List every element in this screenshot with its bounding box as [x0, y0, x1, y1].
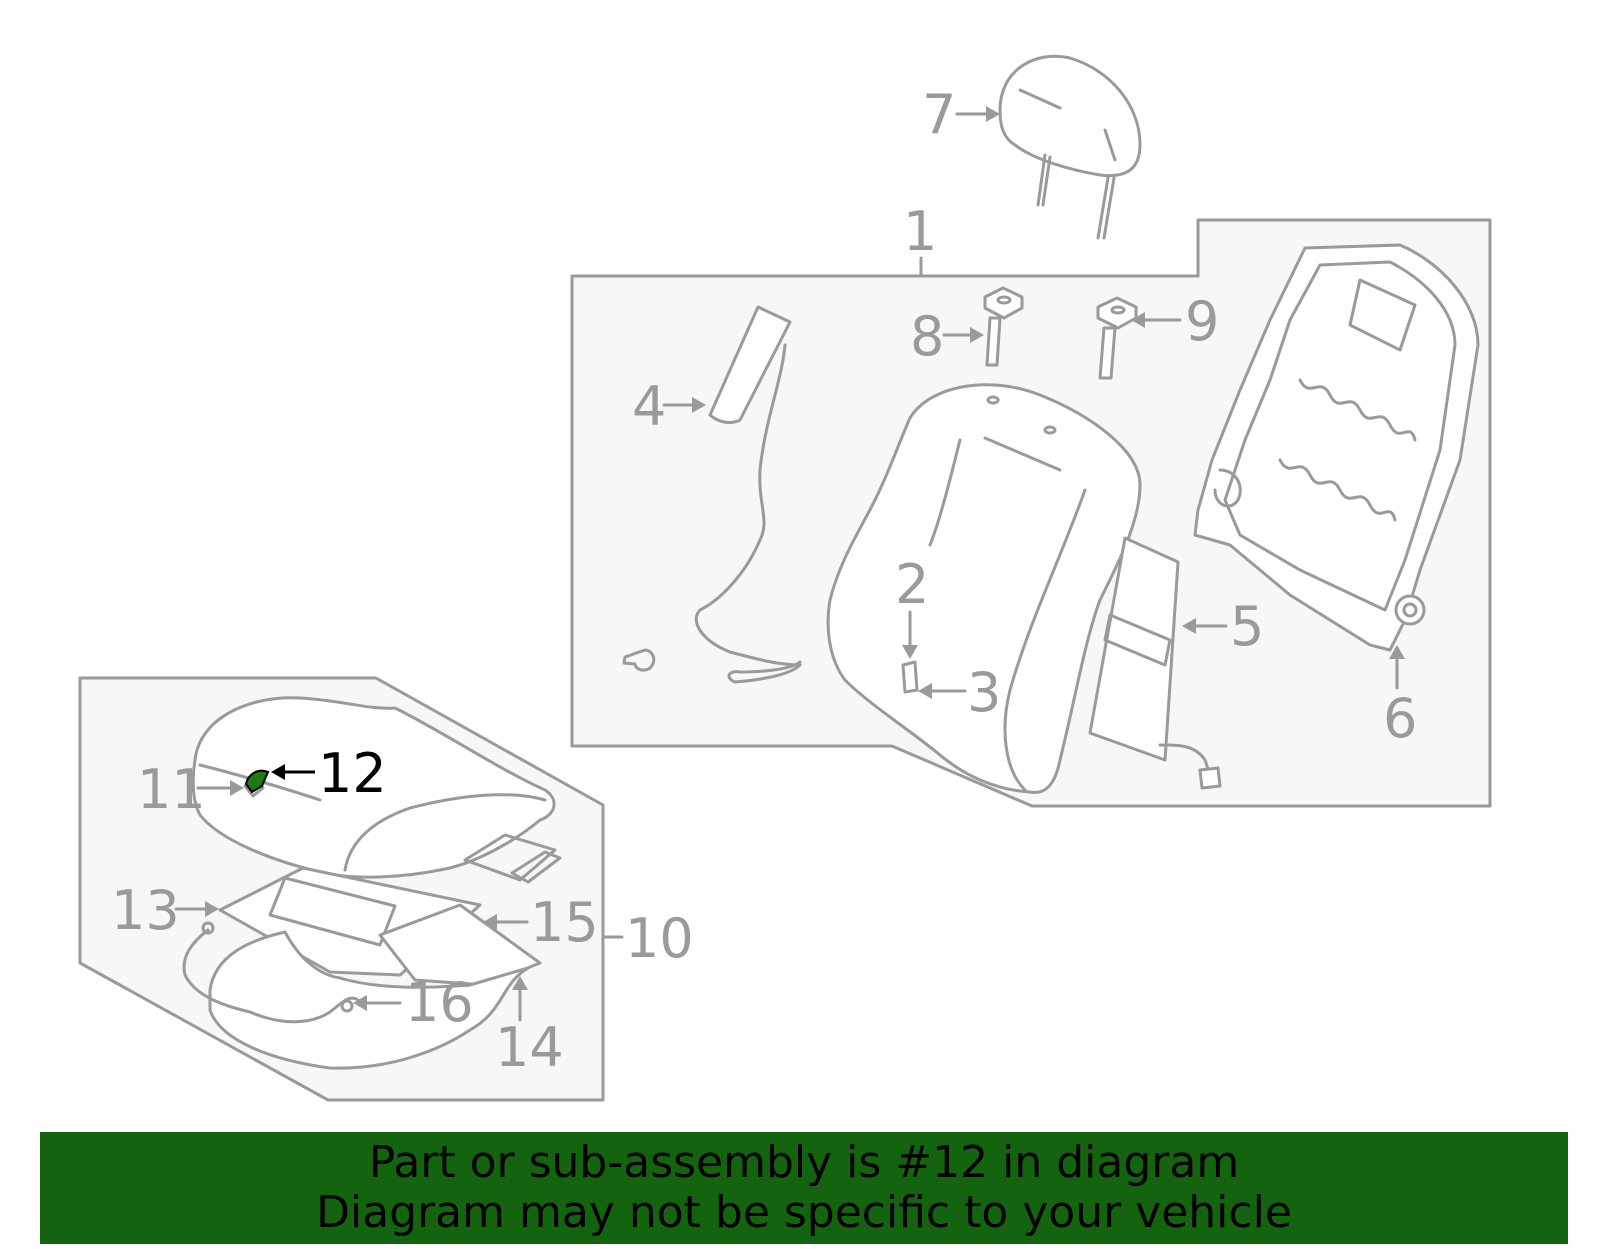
callout-13: 13	[111, 879, 180, 942]
headrest-drawing	[998, 54, 1142, 240]
callout-5: 5	[1230, 595, 1264, 658]
seatback-board-drawing	[1088, 536, 1222, 790]
callout-2: 2	[895, 553, 929, 616]
callout-10: 10	[625, 907, 694, 970]
banner-line-2: Diagram may not be specific to your vehi…	[316, 1187, 1292, 1238]
part-12-highlight	[244, 769, 270, 794]
callout-1: 1	[903, 200, 937, 263]
callout-14: 14	[495, 1016, 564, 1079]
banner-line-1: Part or sub-assembly is #12 in diagram	[368, 1137, 1240, 1188]
callout-9: 9	[1185, 290, 1219, 353]
seatback-cover-drawing	[826, 383, 1142, 795]
callout-6: 6	[1383, 687, 1417, 750]
callout-3: 3	[967, 661, 1001, 724]
seatback-frame-drawing	[1193, 243, 1480, 652]
callout-7: 7	[922, 83, 956, 146]
info-banner: Part or sub-assembly is #12 in diagram D…	[40, 1132, 1568, 1244]
callout-16: 16	[405, 971, 474, 1034]
callout-4: 4	[632, 375, 666, 438]
callout-12: 12	[318, 742, 387, 805]
callout-11: 11	[137, 758, 206, 821]
cushion-cover-drawing	[191, 696, 562, 884]
side-airbag-drawing	[622, 305, 802, 684]
cushion-heater-drawing	[182, 866, 542, 1070]
headrest-guide-8-drawing	[983, 286, 1024, 367]
callout-15: 15	[530, 891, 599, 954]
callout-8: 8	[910, 305, 944, 368]
